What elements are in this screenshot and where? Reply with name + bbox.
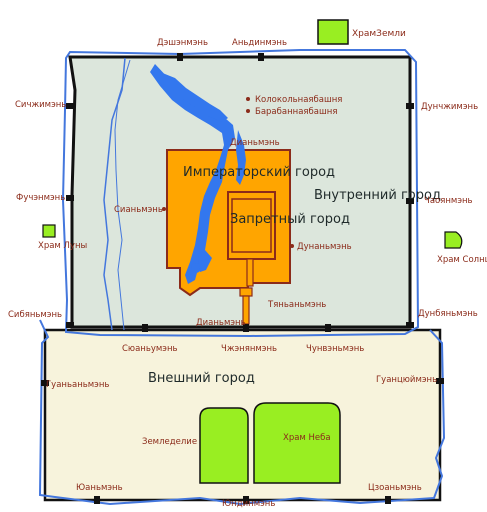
gate-label-fuchengmen: Фучэнмэнь <box>16 193 65 203</box>
western-canal <box>103 57 126 331</box>
gate-marker <box>406 322 414 328</box>
gate-label-xianmen: Сианьмэнь <box>114 205 163 215</box>
lake-north <box>160 72 228 122</box>
lakes-water <box>150 64 235 284</box>
xianmen-dot <box>162 207 166 211</box>
imperial-city-label: Императорский город <box>183 165 335 180</box>
inner-city-label: Внутренний город <box>314 188 441 203</box>
gate-marker <box>406 103 414 109</box>
temple-sun-area <box>444 231 463 249</box>
gate-label-xibianmen: Сибяньмэнь <box>8 310 62 320</box>
gate-marker <box>243 324 249 332</box>
gate-marker <box>94 496 100 504</box>
western-canal-branch <box>114 59 131 331</box>
gate-marker <box>41 380 49 386</box>
temple-earth-area <box>317 19 349 45</box>
tiananmen-square <box>239 287 253 297</box>
lake-pond <box>191 263 201 273</box>
inner-city-moat <box>61 49 420 338</box>
temple-heaven-label: Храм Неба <box>283 433 331 443</box>
gate-label-dianmen-south: Дианьмэнь <box>196 318 246 328</box>
forbidden-city-label: Запретный город <box>230 212 350 227</box>
central-axis-road <box>246 258 254 287</box>
donganmen-dot <box>290 244 294 248</box>
temple-moon-label: Храм Луны <box>38 241 87 251</box>
gate-marker <box>436 378 444 384</box>
legend-temple-earth-label: ХрамЗемли <box>352 29 406 39</box>
temple-heaven-area <box>253 402 341 484</box>
gate-label-zhengyangmen: Чжэнянмэнь <box>221 344 277 354</box>
temple-agriculture-area <box>199 407 249 484</box>
gate-label-guanganmen: Гуаньаньмэнь <box>46 380 109 390</box>
forbidden-city-area <box>227 191 276 260</box>
outer-city-moat <box>38 319 446 506</box>
gate-markers <box>41 53 444 504</box>
bell-tower-label: Колокольнаябашня <box>255 95 342 105</box>
temple-moon-area <box>42 224 56 238</box>
gate-marker <box>325 324 331 332</box>
gate-marker <box>66 195 74 201</box>
gate-label-guangqumen: Гуанцюймэнь <box>376 375 437 385</box>
gate-label-deshengmen: Дэшэнмэнь <box>157 38 208 48</box>
drum-tower-dot <box>246 109 250 113</box>
gate-label-andingmen: Аньдинмэнь <box>232 38 287 48</box>
gate-marker <box>177 53 183 61</box>
gate-label-dongzhimen: Дунчжимэнь <box>421 102 478 112</box>
gate-marker <box>243 496 249 504</box>
temple-sun-label: Храм Солнца <box>437 255 487 265</box>
lake-south-channel <box>236 130 246 185</box>
bell-tower-dot <box>246 97 250 101</box>
gate-label-dongbianmen: Дунбяньмэнь <box>418 309 478 319</box>
gate-label-dianmen: Дианьмэнь <box>230 138 280 148</box>
gate-label-chongwenmen: Чунвэньмэнь <box>306 344 364 354</box>
gate-label-yongdingmen: Юндинмэнь <box>222 499 275 509</box>
gate-label-chaoyangmen: Чаоянмэнь <box>424 196 473 206</box>
gate-marker <box>406 198 414 204</box>
outer-city-label: Внешний город <box>148 371 255 386</box>
drum-tower-label: Барабаннаябашня <box>255 107 337 117</box>
gate-marker <box>66 103 74 109</box>
gate-label-donganmen: Дунаньмэнь <box>297 242 352 252</box>
gate-label-zuoanmen: Цзоаньмэнь <box>368 483 422 493</box>
gate-label-xizhimen: Сичжимэнь <box>15 100 66 110</box>
gate-label-xuanwumen: Сюаньумэнь <box>122 344 178 354</box>
gate-label-youanmen: Юаньмэнь <box>76 483 123 493</box>
gate-marker <box>385 496 391 504</box>
gate-marker <box>66 322 74 328</box>
gate-label-tiananmen: Тяньаньмэнь <box>267 300 326 310</box>
forbidden-city-inner <box>231 198 272 253</box>
gate-marker <box>258 53 264 61</box>
temple-agriculture-label: Земледелие <box>142 437 197 447</box>
lake-south-branch <box>198 250 212 272</box>
gate-marker <box>142 324 148 332</box>
